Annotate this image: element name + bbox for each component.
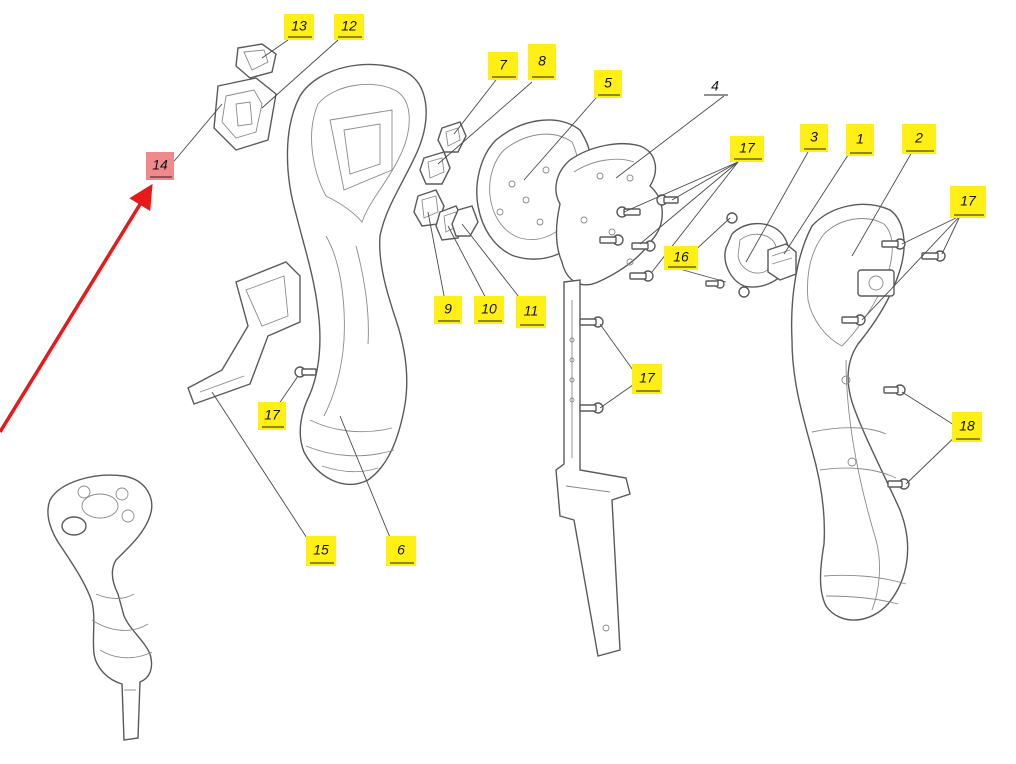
callout-box-8 [528,44,556,80]
callout-box-3 [800,124,828,152]
callout-box-17c [632,364,662,394]
callout-box-1 [846,124,874,156]
callout-number-3: 3 [810,129,818,145]
callout-number-5: 5 [604,75,612,91]
callout-number-7: 7 [499,57,508,73]
callout-number-9: 9 [444,301,452,317]
callout-14: 14 [146,152,174,180]
callout-number-17a: 17 [739,140,756,156]
callout-box-17a [730,136,764,162]
callout-9: 9 [434,296,462,324]
callout-number-11: 11 [524,303,539,319]
callout-number-1: 1 [856,131,864,147]
callout-number-17b: 17 [960,193,977,209]
callout-box-16 [664,246,698,270]
callout-13: 13 [284,14,314,40]
callout-12: 12 [334,14,364,40]
callout-box-9 [434,296,462,324]
callout-box-10 [474,296,504,324]
callout-box-2 [902,124,936,154]
callout-box-18 [952,412,982,442]
callout-box-5 [594,70,622,98]
callout-box-12 [334,14,364,40]
assembled-joystick-view [47,474,153,741]
callout-8: 8 [528,44,556,80]
callout-box-13 [284,14,314,40]
part-17-screw-left [294,366,317,378]
callout-10: 10 [474,296,504,324]
callout-17a: 17 [730,136,764,162]
callout-number-16: 16 [673,249,689,265]
callout-number-8: 8 [538,53,546,69]
callout-box-7 [488,52,518,80]
callout-17d: 17 [258,402,286,430]
callout-17b: 17 [950,186,986,218]
callout-3: 3 [800,124,828,152]
callout-5: 5 [594,70,622,98]
red-pointer-arrow [0,183,153,433]
callout-box-6 [386,536,416,566]
callout-number-6: 6 [397,542,405,558]
callout-number-10: 10 [481,301,497,317]
callout-box-17d [258,402,286,430]
part-4-circuit-board [555,143,663,286]
part-18-screws [883,384,910,490]
part-11-button [451,205,479,237]
part-1-knob [767,243,797,281]
part-15-trigger-cover [187,261,301,405]
callout-box-17b [950,186,986,218]
part-8-button [419,151,451,185]
callout-1: 1 [846,124,874,156]
callout-16: 16 [664,246,698,270]
callout-11: 11 [516,296,546,328]
callout-number-15: 15 [313,542,329,558]
callout-7: 7 [488,52,518,80]
part-16-screw [705,279,725,289]
part-17-screws-board [599,194,679,282]
callout-number-13: 13 [291,18,307,34]
callout-number-17c: 17 [639,370,656,386]
callout-18: 18 [952,412,982,442]
part-13-small-cap [235,43,277,79]
part-2-front-cover [790,203,909,621]
callout-number-12: 12 [341,18,357,34]
callout-2: 2 [902,124,936,154]
callout-number-17d: 17 [264,407,281,423]
callout-box-14 [146,152,174,180]
callout-box-11 [516,296,546,328]
callout-number-18: 18 [959,418,975,434]
callout-number-14: 14 [152,157,168,173]
part-12-switch-module [213,77,277,151]
callout-6: 6 [386,536,416,566]
callout-4: 4 [704,78,728,96]
callout-box-15 [306,536,336,566]
callout-17c: 17 [632,364,662,394]
part-6-handle-shell [286,63,427,485]
callout-number-4: 4 [711,78,719,94]
part-17-screws-bracket [579,316,604,414]
callout-number-2: 2 [914,130,923,146]
mounting-bracket-shaft [555,279,631,657]
callout-15: 15 [306,536,336,566]
part-7-button [437,121,467,153]
